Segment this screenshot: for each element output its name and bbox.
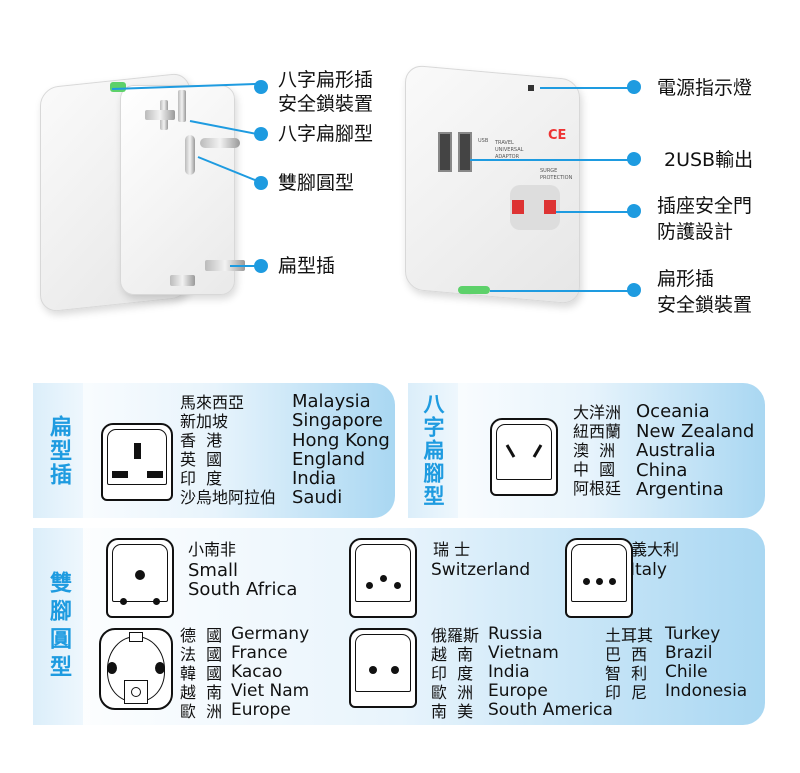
flat-pin xyxy=(170,275,195,286)
surge-print-1: SURGE xyxy=(540,168,558,174)
usb-print: USB xyxy=(478,138,489,144)
round-pin xyxy=(185,135,195,175)
callout-shutter: 插座安全門 防護設計 xyxy=(657,195,753,243)
callout-dot xyxy=(254,176,268,190)
adapter-print-line2: UNIVERSAL xyxy=(495,147,524,153)
callout-dot xyxy=(254,80,268,94)
switzerland-socket-icon xyxy=(349,538,417,618)
panel-title: 扁型插 xyxy=(33,383,83,518)
callout-usb: 2USB輸出 xyxy=(664,149,754,171)
callout-dot xyxy=(254,127,268,141)
callout-line xyxy=(540,87,632,89)
tr-en: Turkey Brazil Chile Indonesia xyxy=(665,624,748,701)
power-indicator xyxy=(528,85,534,91)
callout-line xyxy=(556,211,632,213)
callout-dot xyxy=(627,152,641,166)
socket-shutter-red xyxy=(544,200,556,214)
de-en: Germany France Kacao Viet Nam Europe xyxy=(231,624,310,720)
callout-line xyxy=(470,159,632,161)
eu-en: Russia Vietnam India Europe South Americ… xyxy=(488,624,613,720)
au-socket-icon xyxy=(490,418,558,496)
ch-en: Switzerland xyxy=(431,560,531,580)
adapter-print-line3: ADAPTOR xyxy=(495,154,520,160)
callout-flat-pin: 扁型插 xyxy=(278,255,336,277)
eu-zh: 俄羅斯 越 南 印 度 歐 洲 南 美 xyxy=(431,626,480,721)
country-en-list: Oceania New Zealand Australia China Arge… xyxy=(636,401,755,500)
flat-pin xyxy=(205,260,245,271)
socket-shutter-red xyxy=(512,200,524,214)
round-pin xyxy=(200,138,240,148)
sa-en: Small South Africa xyxy=(188,560,298,600)
surge-print-2: PROTECTION xyxy=(540,175,573,181)
adapter-photo-front xyxy=(405,64,580,305)
usb-port xyxy=(438,132,452,172)
callout-dot xyxy=(627,283,641,297)
ce-mark: CE xyxy=(548,128,567,143)
callout-line xyxy=(490,290,632,292)
plug-pin xyxy=(178,90,186,122)
uk-socket-icon xyxy=(101,423,173,501)
callout-v-pin: 八字扁腳型 xyxy=(278,123,374,145)
callout-safety-lock: 八字扁形插 安全鎖裝置 xyxy=(278,69,374,115)
panel-title: 八字扁腳型 xyxy=(408,383,458,518)
italy-socket-icon xyxy=(565,538,633,618)
country-zh-list: 馬來西亞 新加坡 香 港 英 國 印 度 沙烏地阿拉伯 xyxy=(180,393,277,507)
callout-round-pin: 雙腳圓型 xyxy=(278,172,355,194)
panel-flat-plug: 扁型插 馬來西亞 新加坡 香 港 英 國 印 度 沙烏地阿拉伯 Malaysia… xyxy=(33,383,395,518)
ch-zh: 瑞 士 xyxy=(433,540,471,559)
callout-dot xyxy=(254,259,268,273)
callout-power-indicator: 電源指示燈 xyxy=(657,77,753,99)
sa-zh: 小南非 xyxy=(188,540,237,559)
panel-title: 雙腳圓型 xyxy=(33,528,83,725)
callout-dot xyxy=(627,204,641,218)
it-en: Italy xyxy=(630,560,667,580)
country-en-list: Malaysia Singapore Hong Kong England Ind… xyxy=(292,391,390,509)
it-zh: 義大利 xyxy=(631,540,680,559)
callout-dot xyxy=(627,80,641,94)
de-zh: 德 國 法 國 韓 國 越 南 歐 洲 xyxy=(180,626,223,721)
panel-v-plug: 八字扁腳型 大洋洲 紐西蘭 澳 洲 中 國 阿根廷 Oceania New Ze… xyxy=(408,383,765,518)
country-zh-list: 大洋洲 紐西蘭 澳 洲 中 國 阿根廷 xyxy=(573,403,622,498)
small-south-africa-socket-icon xyxy=(106,538,174,618)
tr-zh: 土耳其 巴 西 智 利 印 尼 xyxy=(605,626,654,702)
schuko-socket-icon xyxy=(99,628,173,710)
panel-round-plug: 雙腳圓型 小南非 Small South Africa 瑞 士 Switzerl… xyxy=(33,528,765,725)
safety-lock-green xyxy=(458,286,490,294)
callout-flat-lock: 扁形插 安全鎖裝置 xyxy=(657,268,753,316)
usb-port xyxy=(458,132,472,172)
plug-pin xyxy=(145,110,175,120)
adapter-print-line1: TRAVEL xyxy=(495,140,514,146)
europlug-socket-icon xyxy=(349,628,417,708)
callout-line xyxy=(230,265,262,267)
